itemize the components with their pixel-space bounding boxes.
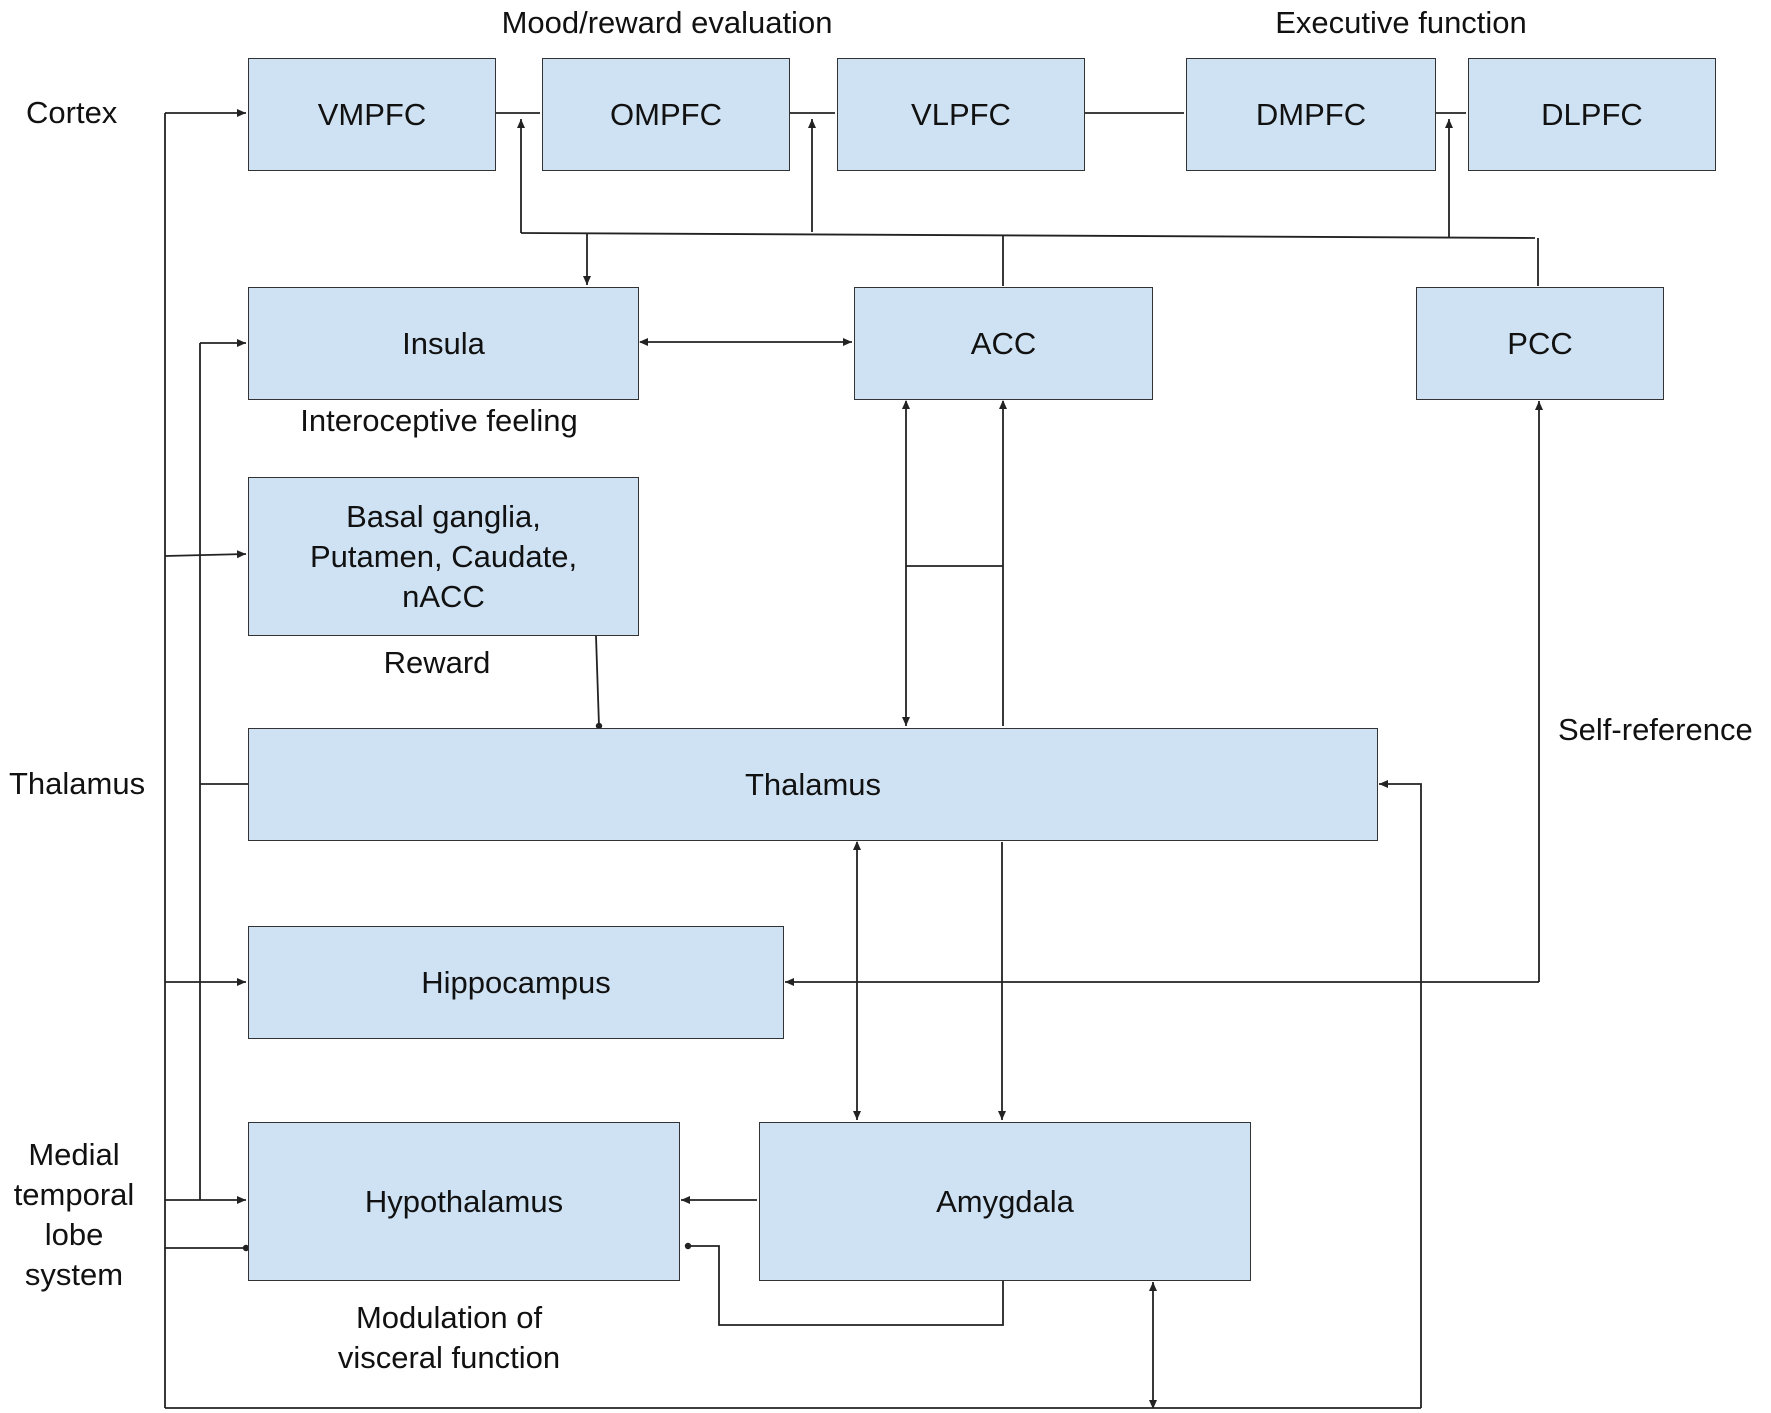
mood-reward-heading: Mood/reward evaluation [501,5,833,40]
executive-heading: Executive function [1275,5,1527,40]
pcc-box: PCC [1416,287,1664,400]
dlpfc-box: DLPFC [1468,58,1716,171]
vlpfc-label: VLPFC [911,96,1011,132]
pcc-label: PCC [1507,325,1573,361]
insula-label: Insula [402,325,485,361]
vmpfc-box: VMPFC [248,58,496,171]
hippocampus-label: Hippocampus [421,964,611,1000]
thalamus-box: Thalamus [248,728,1378,841]
hypothalamus-box: Hypothalamus [248,1122,680,1281]
amygdala-hypothalamus-loop [684,1242,1004,1326]
basal-ganglia-box: Basal ganglia, Putamen, Caudate, nACC [248,477,639,636]
dlpfc-label: DLPFC [1541,96,1643,132]
vlpfc-box: VLPFC [837,58,1085,171]
interoceptive-label: Interoceptive feeling [300,403,578,438]
amygdala-label: Amygdala [936,1183,1074,1219]
hypothalamus-label: Hypothalamus [364,1183,564,1219]
visceral-label: Modulation of visceral function [337,1300,561,1375]
dmpfc-label: DMPFC [1255,96,1367,132]
thalamus-label: Thalamus [744,766,882,802]
ompfc-box: OMPFC [542,58,790,171]
reward-label: Reward [383,645,491,680]
right-loop-to-thalamus [1379,780,1422,1408]
hippocampus-box: Hippocampus [248,926,784,1039]
mtl-label: Medial temporal lobe system [13,1137,135,1292]
vmpfc-label: VMPFC [317,96,427,132]
cortex-label: Cortex [26,95,118,130]
acc-label: ACC [970,325,1037,361]
cortex-to-basal-arrow [164,550,247,559]
cortical-bus-line [520,232,1536,239]
dmpfc-box: DMPFC [1186,58,1436,171]
insula-box: Insula [248,287,639,400]
ompfc-label: OMPFC [610,96,722,132]
amygdala-box: Amygdala [759,1122,1251,1281]
thalamus-side-label: Thalamus [9,766,146,801]
self-reference-label: Self-reference [1558,712,1753,747]
acc-box: ACC [854,287,1153,400]
basal-thalamus-line [595,635,603,730]
basal-ganglia-label: Basal ganglia, Putamen, Caudate, nACC [309,498,578,614]
